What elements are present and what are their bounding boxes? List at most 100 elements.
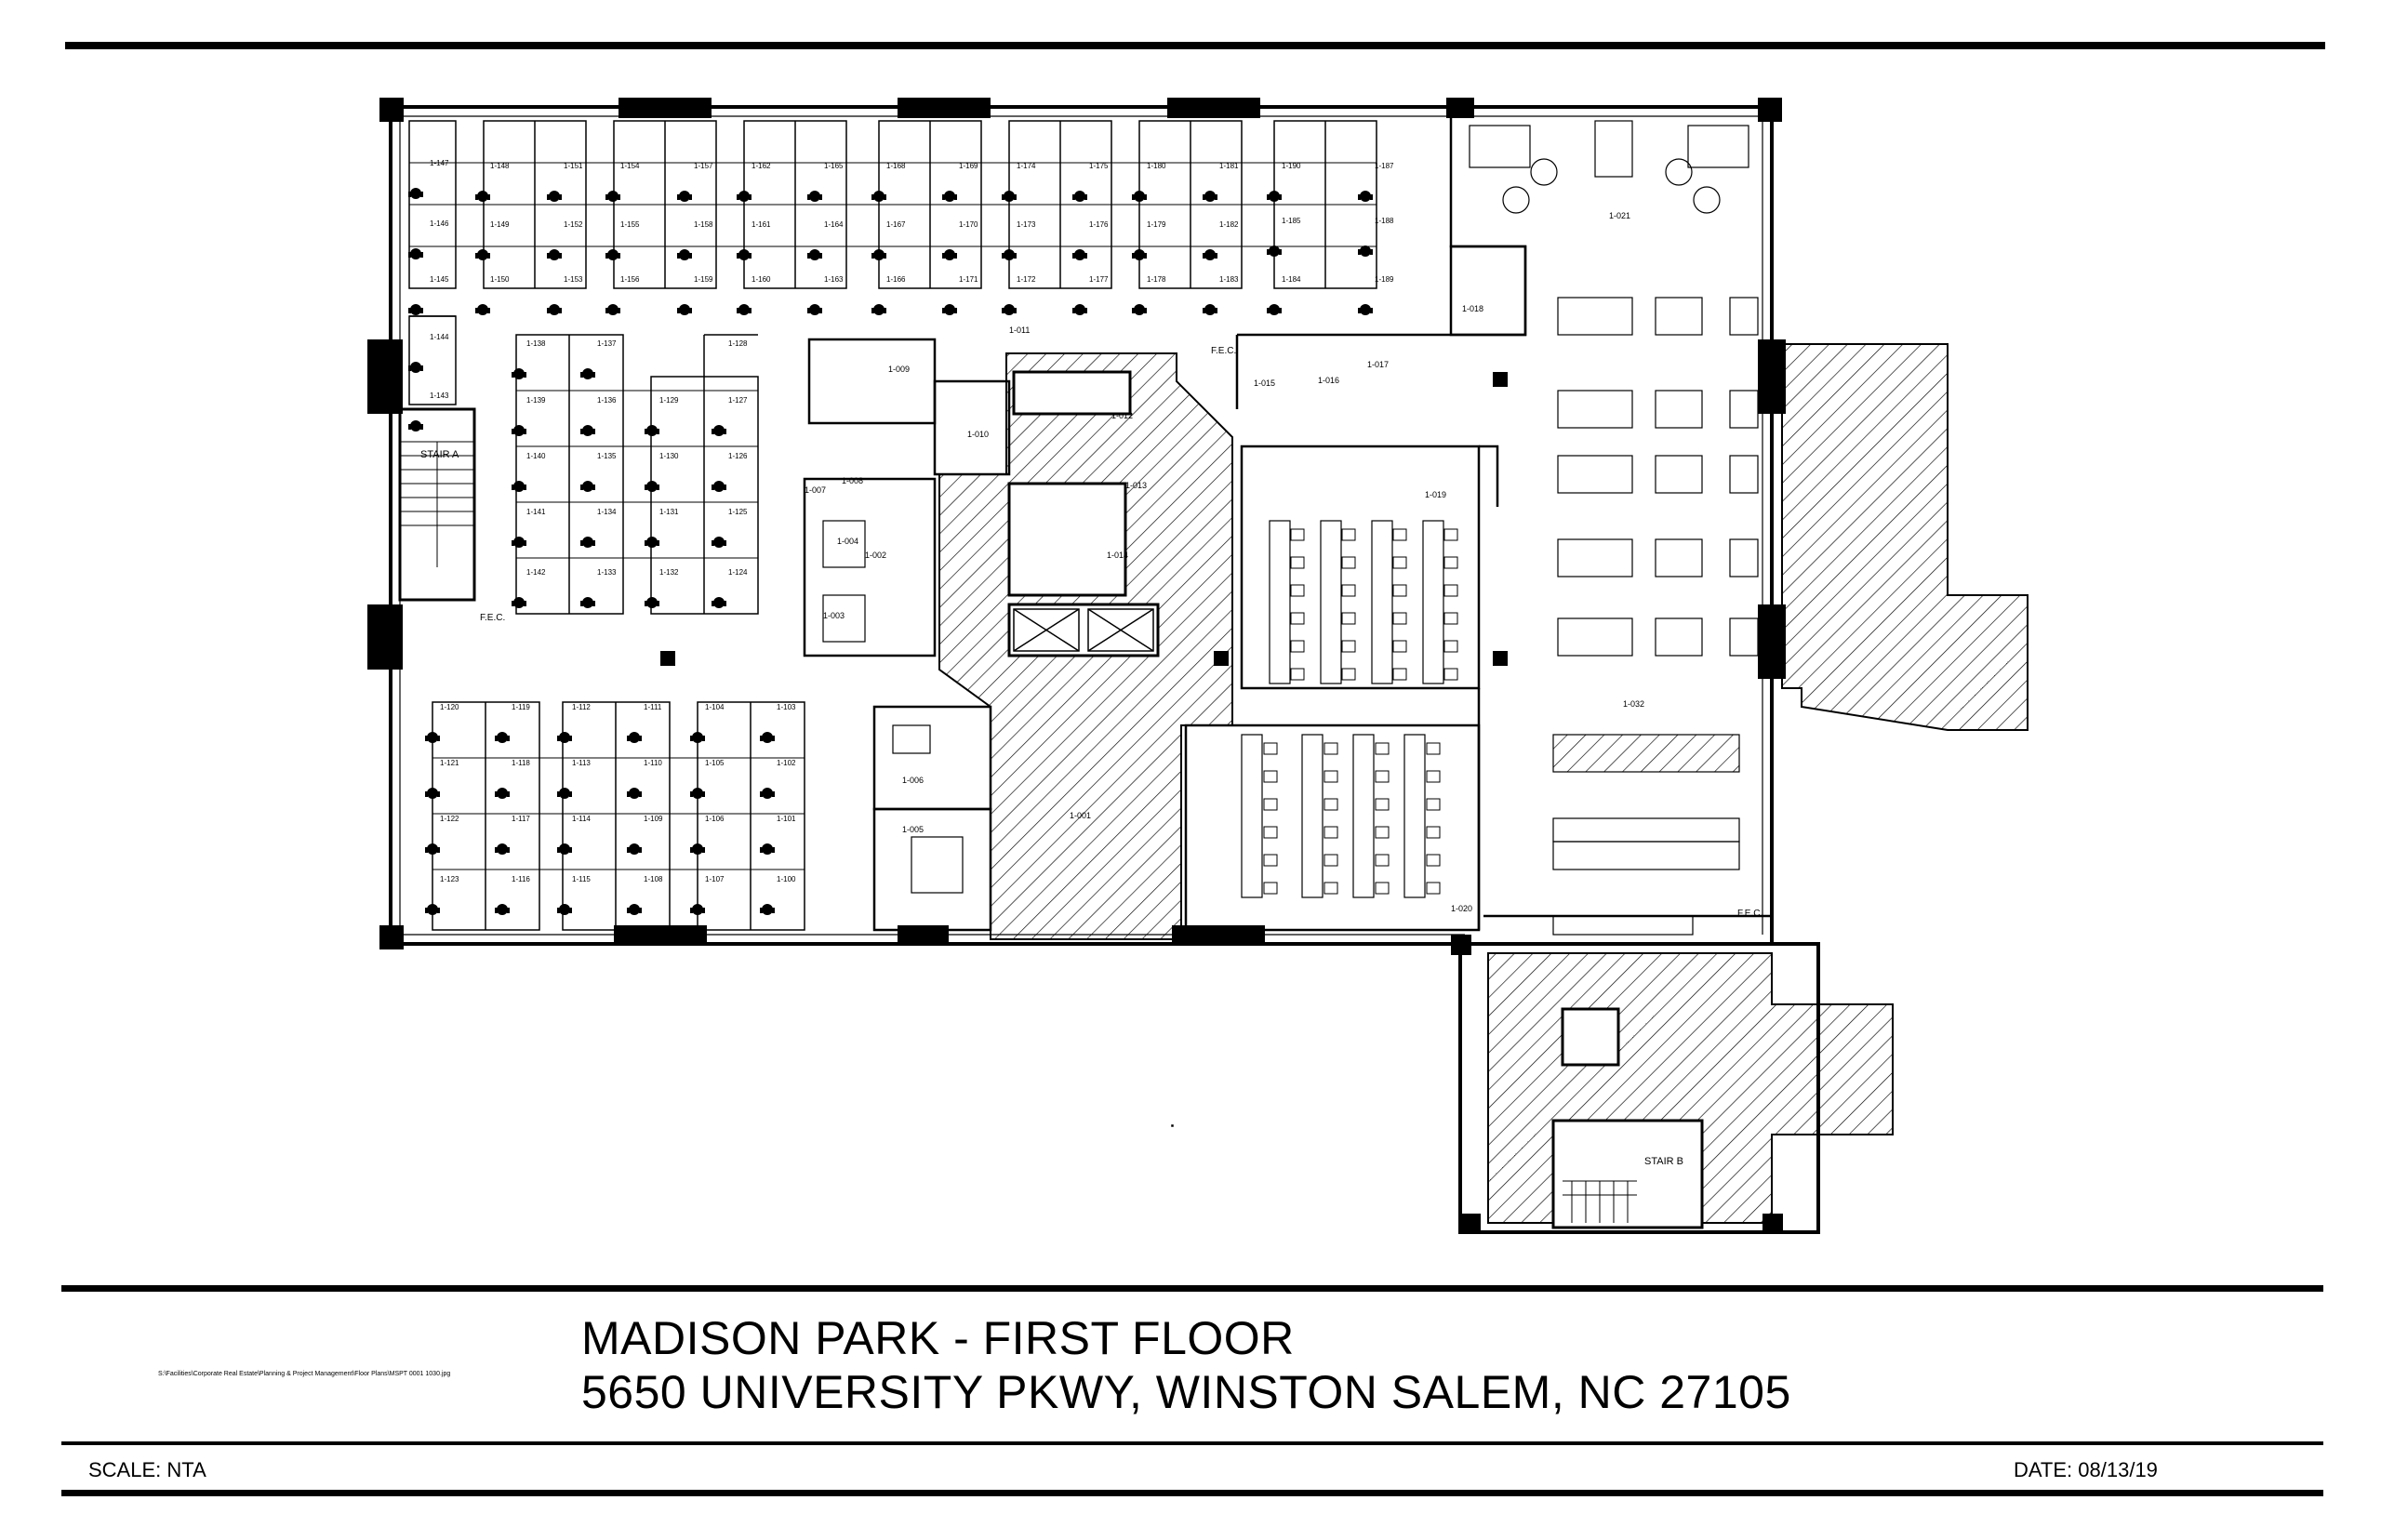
title-block-mid-line bbox=[61, 1441, 2323, 1445]
chair-icon bbox=[425, 904, 440, 915]
workstation-label: 1-135 bbox=[597, 452, 617, 460]
elevator-lobby bbox=[1007, 603, 1160, 657]
workstation-label: 1-179 bbox=[1147, 220, 1166, 229]
workstation-label: 1-141 bbox=[526, 508, 546, 516]
workstation-label: 1-184 bbox=[1282, 275, 1301, 284]
workstation-label: 1-163 bbox=[824, 275, 844, 284]
workstation-label: 1-171 bbox=[959, 275, 978, 284]
date-label: DATE: bbox=[2014, 1458, 2073, 1481]
workstation-label: 1-159 bbox=[694, 275, 713, 284]
room-label: 1-010 bbox=[967, 430, 989, 439]
chair-icon bbox=[760, 843, 775, 855]
workstation-label: 1-152 bbox=[564, 220, 583, 229]
workstation-label: 1-118 bbox=[512, 759, 530, 767]
chair-icon bbox=[942, 191, 957, 202]
workstation-label: 1-121 bbox=[440, 759, 459, 767]
workstation-label: 1-109 bbox=[644, 815, 663, 823]
chair-icon bbox=[645, 597, 659, 608]
chair-icon bbox=[557, 843, 572, 855]
chair-icon bbox=[942, 304, 957, 315]
south-room-1 bbox=[1561, 1007, 1620, 1067]
training-chair-icon bbox=[1375, 742, 1390, 755]
chair-icon bbox=[737, 304, 752, 315]
workstation-label: 1-102 bbox=[777, 759, 796, 767]
chair-icon bbox=[425, 843, 440, 855]
training-chair-icon bbox=[1443, 556, 1458, 569]
workstation-label: 1-165 bbox=[824, 162, 844, 170]
chair-icon bbox=[557, 788, 572, 799]
workstation-label: 1-101 bbox=[777, 815, 796, 823]
chair-icon bbox=[677, 249, 692, 260]
workstation-label: 1-126 bbox=[728, 452, 748, 460]
workstation-label: 1-178 bbox=[1147, 275, 1166, 284]
chair-icon bbox=[807, 191, 822, 202]
training-chair-icon bbox=[1341, 612, 1356, 625]
training-chair-icon bbox=[1290, 668, 1305, 681]
scale-field: SCALE: NTA bbox=[88, 1458, 206, 1482]
workstation-label: 1-182 bbox=[1219, 220, 1239, 229]
date-field: DATE: 08/13/19 bbox=[2014, 1458, 2158, 1482]
chair-icon bbox=[1072, 304, 1087, 315]
chair-icon bbox=[1267, 246, 1282, 257]
room-label: 1-011 bbox=[1009, 325, 1030, 335]
workstation-label: 1-100 bbox=[777, 875, 796, 883]
chair-icon bbox=[408, 362, 423, 373]
workstation-label: 1-122 bbox=[440, 815, 459, 823]
chair-icon bbox=[677, 304, 692, 315]
room-label: 1-015 bbox=[1254, 378, 1275, 388]
room-label: 1-002 bbox=[865, 551, 886, 560]
training-chair-icon bbox=[1263, 882, 1278, 895]
chair-icon bbox=[495, 732, 510, 743]
training-chair-icon bbox=[1426, 854, 1441, 867]
training-chair-icon bbox=[1443, 612, 1458, 625]
training-chair-icon bbox=[1426, 882, 1441, 895]
training-chair-icon bbox=[1290, 612, 1305, 625]
chair-icon bbox=[605, 249, 620, 260]
conference-furniture bbox=[822, 520, 964, 894]
workstation-label: 1-133 bbox=[597, 568, 617, 577]
core-rooms bbox=[1007, 370, 1704, 1229]
workstation-label: 1-125 bbox=[728, 508, 748, 516]
chair-icon bbox=[1358, 246, 1373, 257]
chair-icon bbox=[512, 368, 526, 379]
training-chair-icon bbox=[1263, 742, 1278, 755]
workstation-label: 1-167 bbox=[886, 220, 906, 229]
workstation-label: 1-142 bbox=[526, 568, 546, 577]
chair-icon bbox=[1358, 304, 1373, 315]
training-chair-icon bbox=[1341, 640, 1356, 653]
room-label: 1-005 bbox=[902, 825, 924, 834]
chair-icon bbox=[1132, 304, 1147, 315]
room-label: 1-006 bbox=[902, 776, 924, 785]
building-walls bbox=[389, 105, 1820, 1234]
workstation-label: 1-176 bbox=[1089, 220, 1109, 229]
workstation-label: 1-166 bbox=[886, 275, 906, 284]
chair-icon bbox=[547, 304, 562, 315]
stair-a-label: STAIR A bbox=[420, 449, 459, 460]
chair-icon bbox=[547, 249, 562, 260]
top-border-line bbox=[65, 42, 2325, 49]
training-chair-icon bbox=[1426, 770, 1441, 783]
room-label: 1-007 bbox=[805, 485, 826, 495]
restroom-block bbox=[1007, 482, 1127, 597]
workstation-label: 1-149 bbox=[490, 220, 510, 229]
chair-icon bbox=[512, 537, 526, 548]
chair-icon bbox=[760, 904, 775, 915]
training-chair-icon bbox=[1324, 826, 1338, 839]
title-block-top-line bbox=[61, 1285, 2323, 1292]
training-chair-icon bbox=[1443, 528, 1458, 541]
room-label: 1-008 bbox=[842, 476, 863, 485]
workstation-label: 1-113 bbox=[572, 759, 591, 767]
chair-icon bbox=[408, 420, 423, 431]
chair-icon bbox=[690, 788, 705, 799]
training-chair-icon bbox=[1375, 798, 1390, 811]
chair-icon bbox=[475, 191, 490, 202]
room-label: 1-021 bbox=[1609, 211, 1630, 220]
workstation-label: 1-158 bbox=[694, 220, 713, 229]
chair-icon bbox=[1002, 304, 1017, 315]
chair-icon bbox=[475, 249, 490, 260]
chair-icon bbox=[690, 904, 705, 915]
workstation-label: 1-162 bbox=[752, 162, 771, 170]
room-label: 1-017 bbox=[1367, 360, 1389, 369]
training-chair-icon bbox=[1263, 854, 1278, 867]
workstation-label: 1-140 bbox=[526, 452, 546, 460]
